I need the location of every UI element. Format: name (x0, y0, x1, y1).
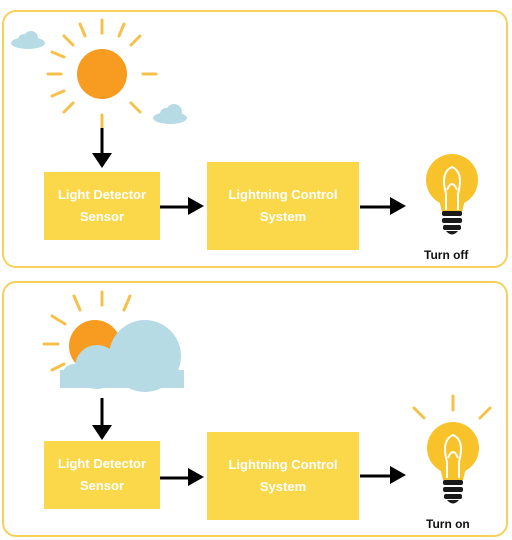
lightning-control-system-box: Lightning Control System (207, 162, 359, 250)
box-label-line: Sensor (79, 478, 125, 493)
arrow-down-icon (92, 398, 112, 440)
box-label-line: System (259, 209, 307, 224)
box-label-line: System (259, 479, 307, 494)
lightning-control-system-box: Lightning Control System (207, 432, 359, 520)
sun-scene (11, 18, 478, 235)
turn-off-label: Turn off (424, 248, 469, 262)
box-label-line: Sensor (79, 209, 125, 224)
light-bulb-off-icon (426, 154, 478, 235)
arrow-right-icon (360, 197, 406, 215)
arrow-right-icon (360, 466, 406, 484)
light-bulb-on-icon (412, 394, 492, 504)
cloud-icon (60, 320, 184, 392)
arrow-down-icon (92, 128, 112, 168)
sun-behind-cloud-icon (42, 290, 184, 392)
light-detector-sensor-box: Light Detector Sensor (44, 172, 160, 240)
turn-on-label: Turn on (426, 517, 470, 531)
light-detector-sensor-box: Light Detector Sensor (44, 441, 160, 509)
box-label-line: Light Detector (57, 187, 147, 202)
box-label-line: Light Detector (57, 456, 147, 471)
cloud-icon (153, 104, 187, 124)
arrow-right-icon (160, 468, 204, 486)
sun-icon (46, 18, 158, 130)
box-label-line: Lightning Control (228, 457, 338, 472)
box-label-line: Lightning Control (228, 187, 338, 202)
cloud-icon (11, 31, 45, 49)
arrow-right-icon (160, 197, 204, 215)
